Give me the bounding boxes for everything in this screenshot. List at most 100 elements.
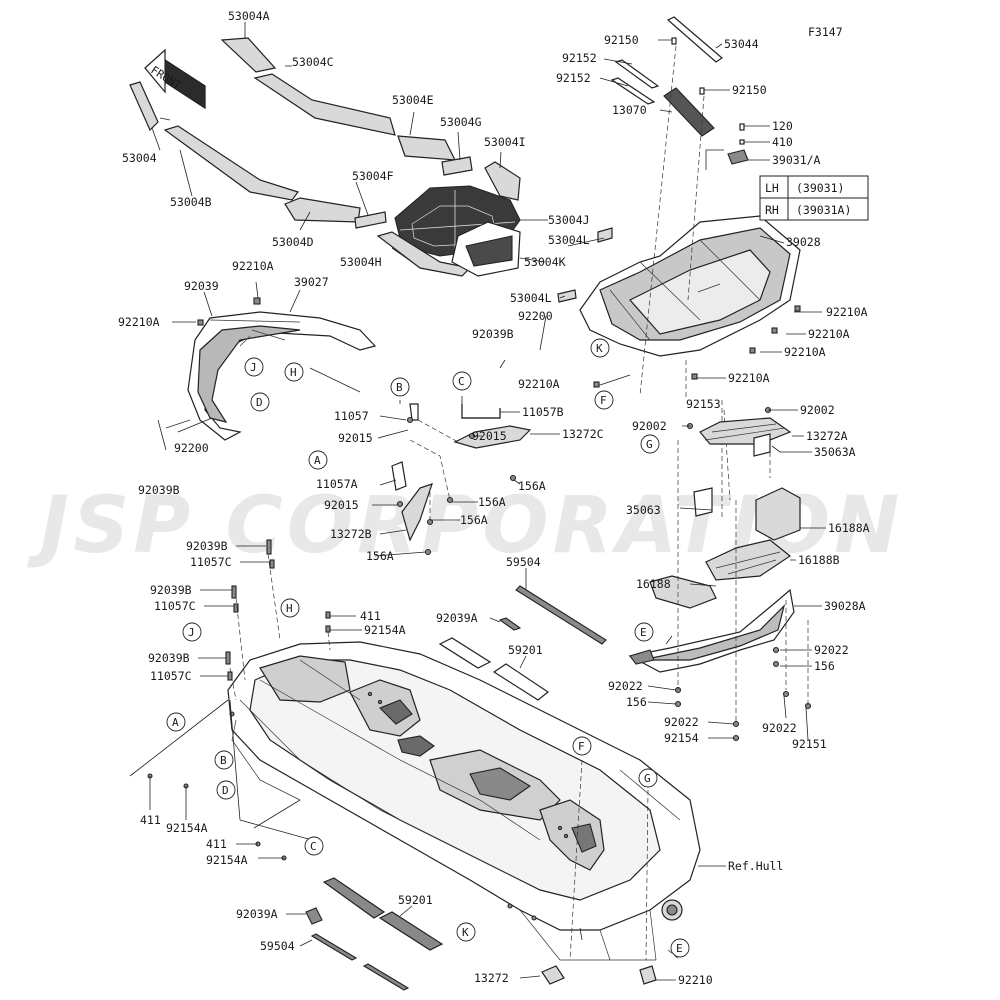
label-92210A-5: 92210A: [518, 377, 560, 391]
label-53004E: 53004E: [392, 93, 434, 107]
callout-D-lower: D: [216, 780, 236, 800]
callout-J-lower: J: [182, 622, 202, 642]
figure-code: F3147: [808, 25, 843, 39]
label-411-3: 411: [206, 837, 227, 851]
label-92002-1: 92002: [800, 403, 835, 417]
deck-mat-group: FRONT: [129, 22, 613, 303]
mat-53004G: [441, 156, 473, 176]
callout-F-upper: F: [594, 390, 614, 410]
bracket-11057B: [461, 404, 501, 419]
label-92150-b: 92150: [732, 83, 767, 97]
label-92151: 92151: [792, 737, 827, 751]
callout-K-lower: K: [456, 922, 476, 942]
label-53004C: 53004C: [292, 55, 334, 69]
label-13272B: 13272B: [330, 527, 372, 541]
svg-text:H: H: [290, 366, 297, 379]
label-156A-3: 156A: [460, 513, 488, 527]
label-92154A-2: 92154A: [166, 821, 208, 835]
label-92210A-8: 92210A: [118, 315, 160, 329]
label-13070: 13070: [612, 103, 647, 117]
bracket-group: [372, 396, 560, 557]
pin-92039A-mid: [498, 617, 522, 631]
rail-59201-low-a: [322, 877, 386, 919]
mat-53004C: [253, 73, 396, 136]
bracket-35063: [693, 487, 713, 517]
mat-53004D: [284, 197, 361, 223]
rear-step-group: LH (39031) RH (39031A): [499, 16, 869, 520]
callout-A-lower: A: [166, 712, 186, 732]
svg-text:F: F: [600, 394, 607, 407]
rail-59201-mid-a: [438, 637, 492, 669]
label-ref-hull: Ref.Hull: [728, 859, 783, 873]
plate-13272C: [453, 425, 532, 449]
label-16188B: 16188B: [798, 553, 840, 567]
mat-53004B: [163, 125, 299, 201]
label-53004L-lower: 53004L: [510, 291, 552, 305]
label-92210A-7: 92210A: [232, 259, 274, 273]
rail-59504-mid: [515, 585, 607, 645]
svg-text:G: G: [646, 438, 653, 451]
label-92015-3: 92015: [324, 498, 359, 512]
rail-59504-low-b: [362, 963, 410, 991]
mat-53004E: [397, 135, 457, 161]
label-92210A-4: 92210A: [728, 371, 770, 385]
label-92154A-1: 92154A: [364, 623, 406, 637]
label-11057C-1: 11057C: [190, 555, 232, 569]
label-35063A: 35063A: [814, 445, 856, 459]
label-53004F: 53004F: [352, 169, 394, 183]
hull-group: [227, 641, 701, 961]
label-11057C-2: 11057C: [154, 599, 196, 613]
callout-C-upper: C: [452, 371, 472, 391]
label-92039A-2: 92039A: [236, 907, 278, 921]
panel-39028A: [628, 588, 795, 673]
label-156-2: 156: [626, 695, 647, 709]
callout-A-upper: A: [308, 450, 328, 470]
label-156A-1: 156A: [478, 495, 506, 509]
callout-H-lower: H: [280, 598, 300, 618]
svg-text:K: K: [462, 926, 469, 939]
svg-text:D: D: [256, 396, 263, 409]
side-table: LH (39031) RH (39031A): [759, 175, 869, 221]
bracket-11057A: [391, 461, 407, 491]
label-156A-2: 156A: [518, 479, 546, 493]
label-92002-2: 92002: [632, 419, 667, 433]
label-39028A: 39028A: [824, 599, 866, 613]
mat-53004L-upper: [597, 227, 613, 243]
callout-E-lower: E: [670, 938, 690, 958]
callout-E-upper: E: [634, 622, 654, 642]
svg-text:H: H: [286, 602, 293, 615]
label-92039A-1: 92039A: [436, 611, 478, 625]
strip-92152-a: [614, 59, 660, 89]
label-92154: 92154: [664, 731, 699, 745]
callout-D-upper: D: [250, 392, 270, 412]
callout-B-lower: B: [214, 750, 234, 770]
callout-H-upper: H: [284, 362, 304, 382]
part-labels: 53004A 53004C 53004E 53004G 53004I 53004…: [118, 9, 870, 987]
rail-59201-mid-b: [492, 663, 550, 701]
plate-13272A: [699, 417, 792, 445]
svg-text:E: E: [676, 942, 683, 955]
label-156A-4: 156A: [366, 549, 394, 563]
front-panel-39027: [157, 281, 377, 451]
hull-fasteners: [129, 539, 362, 861]
side-table-lh-part: (39031): [796, 181, 844, 195]
callout-C-lower: C: [304, 836, 324, 856]
label-59201-2: 59201: [398, 893, 433, 907]
callout-B-upper: B: [390, 377, 410, 397]
callout-K-upper: K: [590, 338, 610, 358]
label-53004G: 53004G: [440, 115, 482, 129]
svg-text:A: A: [172, 716, 179, 729]
label-59504-2: 59504: [260, 939, 295, 953]
label-92022-2: 92022: [608, 679, 643, 693]
bolt-120: [739, 123, 745, 131]
callout-F-lower: F: [572, 736, 592, 756]
label-92015-2: 92015: [472, 429, 507, 443]
rail-group-low: [286, 759, 726, 991]
label-59201-1: 59201: [508, 643, 543, 657]
side-table-rh: RH: [765, 203, 779, 217]
svg-text:C: C: [458, 375, 465, 388]
lower-panel-group: [628, 406, 826, 742]
label-92022-3: 92022: [664, 715, 699, 729]
label-39027: 39027: [294, 275, 329, 289]
